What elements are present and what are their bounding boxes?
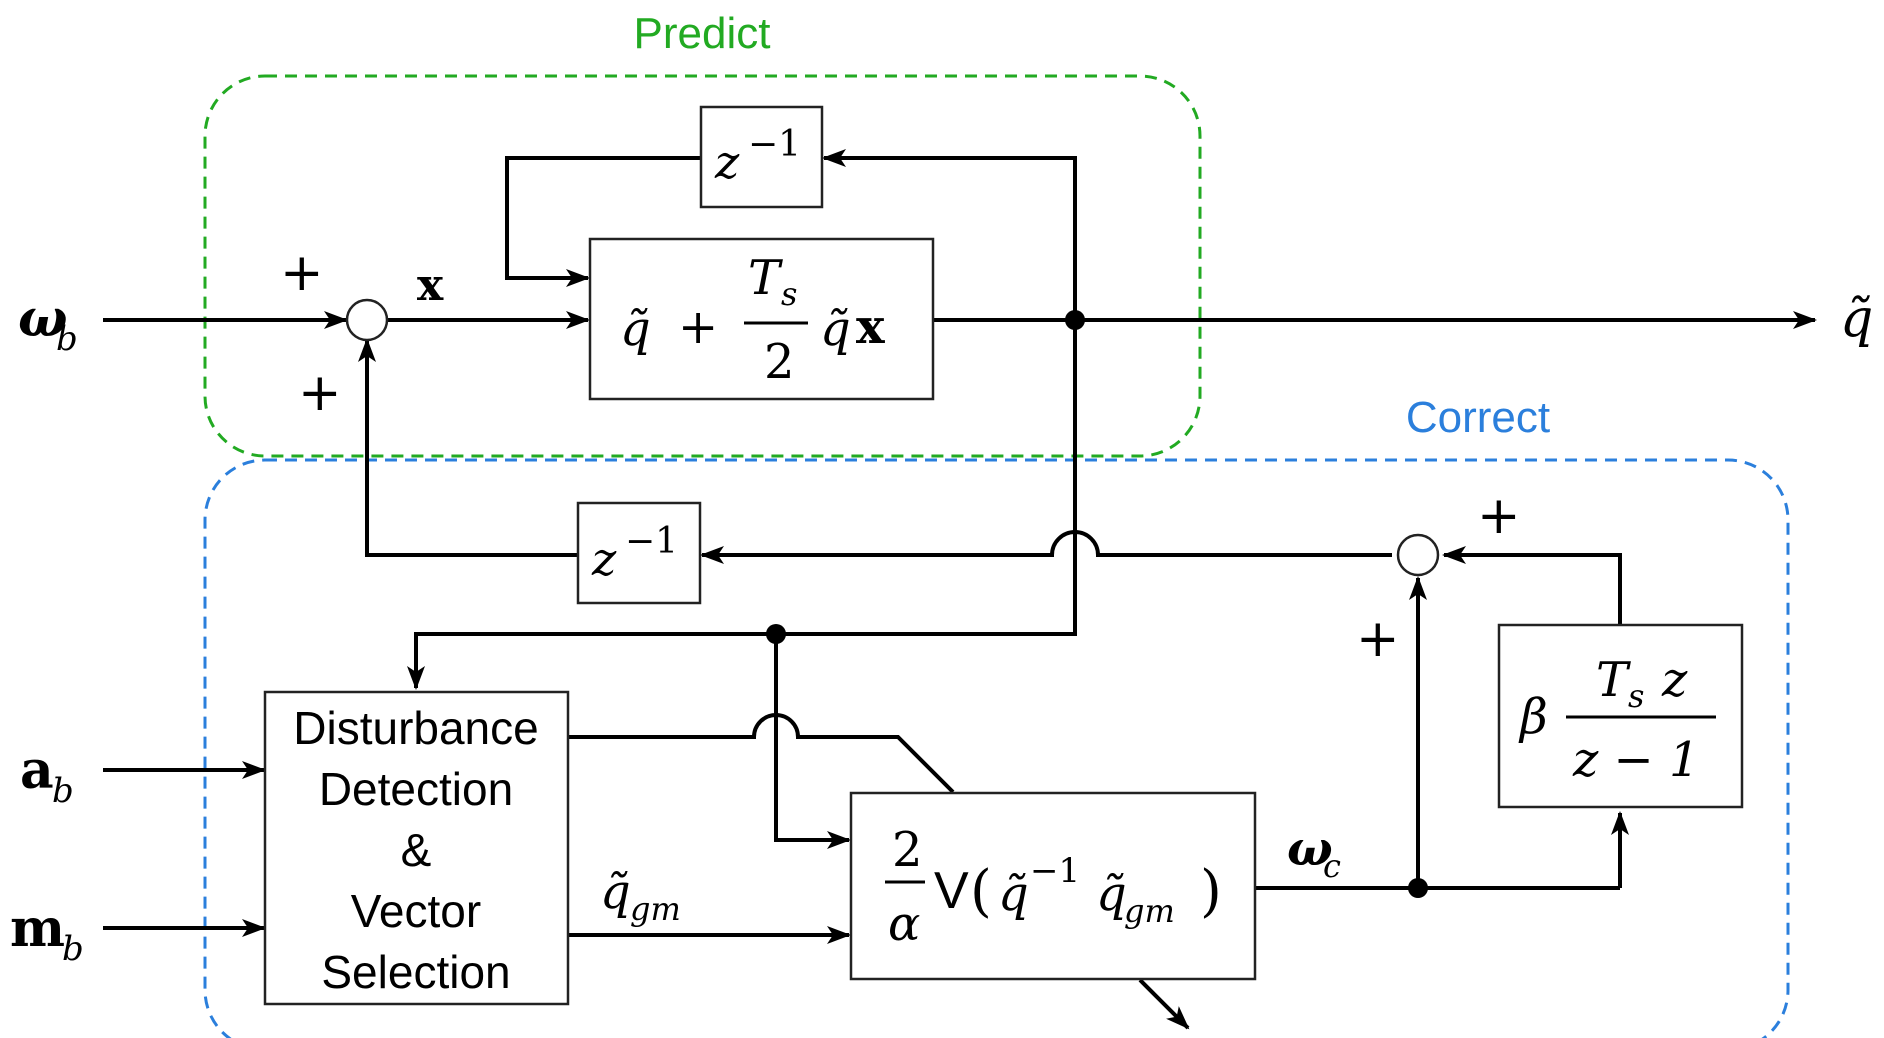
correction-close-paren: ) <box>1200 859 1222 924</box>
sum2-to-delay-line <box>700 530 1392 564</box>
update-x: x <box>856 299 885 355</box>
delay-mid-base: z <box>591 532 617 586</box>
update-denominator: 2 <box>764 334 795 390</box>
predict-region <box>203 74 1202 458</box>
delay-to-sum1-line <box>358 338 578 557</box>
delay-top-base: z <box>714 135 740 189</box>
sum-junction-predict <box>345 298 389 342</box>
delay-block-mid: z −1 <box>576 501 702 605</box>
correction-block: 2 α V ( q̃ −1 q̃ gm ) <box>849 791 1257 981</box>
integrator-denominator: z − 1 <box>1572 732 1700 788</box>
correction-subscript: gm <box>1124 892 1175 930</box>
correction-denominator: α <box>888 896 920 952</box>
sum2-top-plus: + <box>1477 486 1521 546</box>
mag-sub: b <box>62 929 84 969</box>
correction-open-paren: ( <box>970 859 992 924</box>
disturbance-line-2: Detection <box>319 763 513 815</box>
correction-q1: q̃ <box>998 866 1029 922</box>
update-numerator: T <box>748 250 783 306</box>
delay-block-top: z −1 <box>699 105 824 209</box>
integrator-block: β T s z z − 1 <box>1497 623 1744 809</box>
disturbance-block: Disturbance Detection & Vector Selection <box>263 690 570 1006</box>
correction-q2: q̃ <box>1096 866 1127 922</box>
update-plus: + <box>678 299 718 355</box>
delay-mid-exponent: −1 <box>625 521 678 562</box>
omega-c-junction-dot <box>1408 878 1428 898</box>
sum1-top-plus: + <box>280 243 324 303</box>
sum-junction-correct <box>1396 533 1440 577</box>
output-junction-dot <box>1065 310 1085 330</box>
top-delay-to-update-line <box>505 156 701 287</box>
accel-sub: b <box>52 771 74 811</box>
predict-title: Predict <box>634 9 771 58</box>
omega-base: ω <box>18 288 68 349</box>
q-feedback-line <box>407 320 1077 690</box>
x-signal-label: x <box>417 260 444 311</box>
correction-aux-line <box>1138 978 1190 1030</box>
feedback-junction-dot <box>766 624 786 644</box>
omega-sub: b <box>56 319 78 359</box>
integrator-numerator-sub: s <box>1628 677 1644 715</box>
update-q2: q̃ <box>820 301 851 357</box>
update-numerator-sub: s <box>781 275 797 313</box>
disturbance-flag-line <box>568 713 955 794</box>
correction-exponent: −1 <box>1030 851 1080 891</box>
delay-top-exponent: −1 <box>748 124 801 165</box>
omega-c-base: ω <box>1287 821 1333 877</box>
integrator-to-sum2-line <box>1442 546 1622 625</box>
top-loop-line <box>822 149 1077 320</box>
disturbance-line-3: & <box>401 824 432 876</box>
mag-base: m <box>10 898 65 959</box>
sum2-left-plus: + <box>1356 609 1400 669</box>
omega-input-label: ω b <box>18 288 78 359</box>
integrator-numerator-t: T <box>1596 652 1631 708</box>
correction-numerator: 2 <box>892 822 923 878</box>
disturbance-line-4: Vector <box>351 885 481 937</box>
accel-input-label: a b <box>20 740 74 811</box>
correction-function: V <box>934 862 969 920</box>
mag-input-label: m b <box>10 898 84 969</box>
q-gm-base: q̃ <box>600 864 631 920</box>
omega-c-sub: c <box>1323 847 1341 885</box>
q-to-correction-line <box>774 634 851 849</box>
integrator-beta: β <box>1518 689 1548 745</box>
q-gm-sub: gm <box>630 890 681 928</box>
disturbance-line-1: Disturbance <box>293 702 538 754</box>
q-gm-label: q̃ gm <box>600 864 681 928</box>
integrator-numerator-z: z <box>1661 652 1688 708</box>
correct-title: Correct <box>1406 393 1550 442</box>
q-output-label: q̃ <box>1840 289 1873 349</box>
omega-c-label: ω c <box>1287 821 1341 885</box>
update-block: q̃ + T s 2 q̃ x <box>588 237 935 401</box>
update-q1: q̃ <box>620 301 651 357</box>
sum1-bottom-plus: + <box>298 363 342 423</box>
accel-base: a <box>20 740 54 801</box>
disturbance-line-5: Selection <box>321 946 510 998</box>
correct-region <box>203 458 1790 1038</box>
